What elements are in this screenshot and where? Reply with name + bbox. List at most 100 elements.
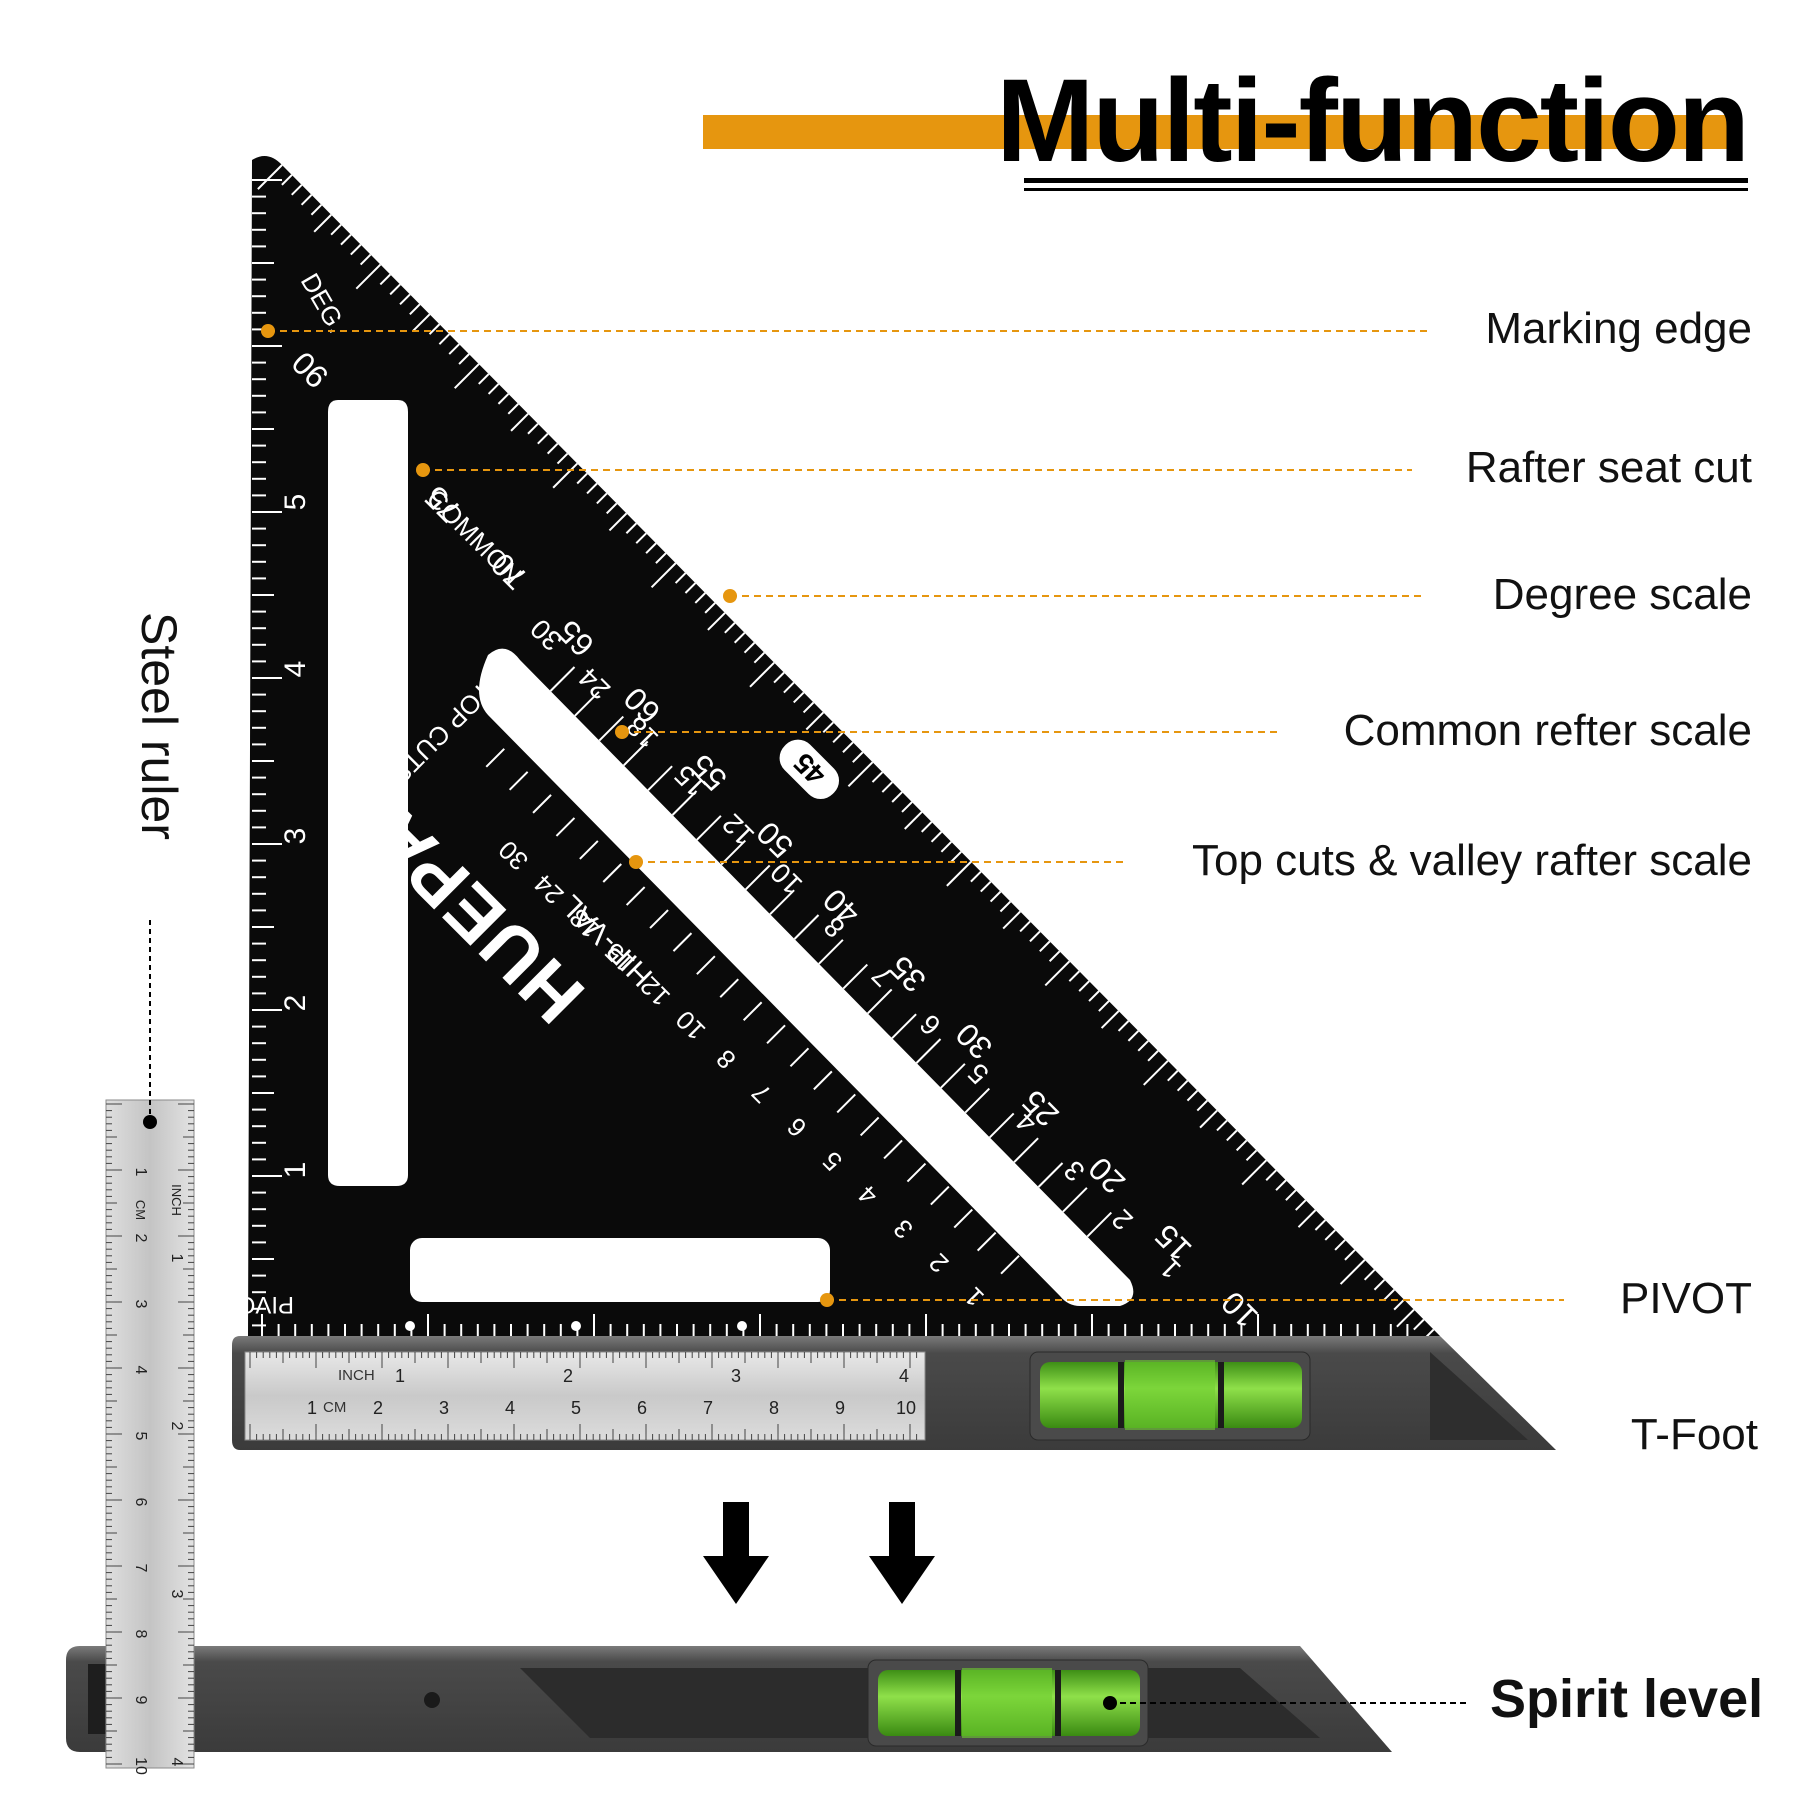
common-scale-mark [720,839,747,866]
callout-rafter-seat-cut: Rafter seat cut [1465,443,1752,492]
hip-scale-mark [976,1231,997,1252]
degree-tick [1176,1080,1189,1092]
callout-common-rafter-scale: Common refter scale [1343,706,1752,755]
common-scale-mark [549,666,576,692]
bottom-slot [410,1238,830,1302]
foot-cm-number: 9 [835,1398,845,1418]
callout-top-cuts-valley: Top cuts & valley rafter scale [1191,836,1752,885]
hip-scale-mark [859,1116,880,1137]
degree-tick [1363,1269,1376,1281]
scale-marks [485,666,1113,1275]
common-scale-mark [671,790,698,816]
foot-inch-number: 1 [395,1366,405,1386]
degree-tick [1265,1169,1277,1181]
degree-tick [454,363,480,389]
degree-tick [1029,930,1041,943]
degree-tick [645,542,657,554]
degree-tick [1137,1040,1149,1052]
degree-tick [1413,1318,1425,1331]
foot-cm-number: 3 [439,1398,449,1418]
foot-cm-number: 10 [896,1398,916,1418]
degree-tick [1167,1070,1179,1082]
hip-scale-mark [906,1162,927,1183]
degree-tick [608,512,628,532]
degree-tick [655,552,667,564]
common-scale-mark [891,1013,917,1039]
degree-tick [586,482,598,495]
degree-tick [1044,960,1071,987]
degree-tick [1186,1089,1199,1102]
degree-tick [359,253,372,266]
vertical-cm-number: 8 [132,1630,149,1639]
callout-leaders [268,330,1564,1301]
common-scale-mark [866,988,893,1015]
common-scale-mark [1037,1162,1064,1188]
hip-scale-mark [649,909,669,929]
foot-cm-number: 6 [637,1398,647,1418]
inch-number: 1 [279,1162,312,1179]
degree-tick [1019,920,1031,933]
degree-edge-ticks [257,164,1435,1341]
degree-tick [1088,990,1100,1002]
degree-tick [1078,980,1090,992]
hip-scale-mark [672,932,693,952]
degree-tick [448,343,460,355]
degree-tick [871,771,884,783]
degree-tick [556,452,569,465]
vertical-cm-number: 6 [132,1498,149,1507]
degree-tick [635,532,647,544]
degree-tick [1235,1139,1248,1152]
degree-tick [749,661,775,688]
hip-scale-mark [930,1185,950,1206]
foot-cm-label: CM [323,1399,346,1416]
screw-dot [424,1692,440,1708]
degree-tick [478,373,490,385]
degree-tick [940,841,953,853]
degree-tick [438,333,451,345]
hip-scale-mark [953,1208,973,1229]
common-scale-mark [622,740,649,767]
degree-tick [1098,1000,1110,1012]
degree-tick [1147,1050,1159,1062]
vertical-inch-number: 1 [168,1254,185,1263]
degree-tick [707,612,726,631]
page-title: Multi-function [996,55,1750,187]
degree-tick [970,870,982,883]
spirit-level-label: Spirit level [1490,1669,1764,1729]
vertical-inch-label: INCH [169,1184,184,1216]
degree-tick [355,263,382,290]
degree-tick [596,492,608,505]
common-scale-mark [915,1038,942,1064]
vertical-cm-number: 1 [132,1168,149,1177]
degree-tick [805,711,825,731]
hip-scale-mark [719,978,739,998]
degree-tick [1226,1129,1238,1142]
degree-tick [950,851,962,863]
degree-tick [1039,940,1051,953]
degree-tick [847,761,874,788]
degree-tick [1396,1308,1415,1328]
degree-tick [300,194,313,206]
title-underline-thin [1024,188,1748,191]
degree-tick [411,313,431,333]
degree-tick [743,642,756,654]
degree-tick [487,383,500,395]
degree-tick [842,741,854,753]
callout-t-foot: T-Foot [1630,1410,1758,1459]
degree-tick [1297,1209,1317,1228]
common-scale-mark [964,1087,991,1114]
common-scale-mark [1086,1211,1113,1238]
degree-tick [753,652,766,664]
diagonal-slot [479,648,1134,1306]
hip-scale-mark [789,1047,810,1068]
degree-tick [822,721,834,734]
hip-scale-mark [1000,1254,1020,1275]
degree-tick [1339,1259,1366,1285]
degree-tick [497,393,510,405]
common-scale-mark [940,1063,966,1089]
degree-tick [920,821,933,833]
